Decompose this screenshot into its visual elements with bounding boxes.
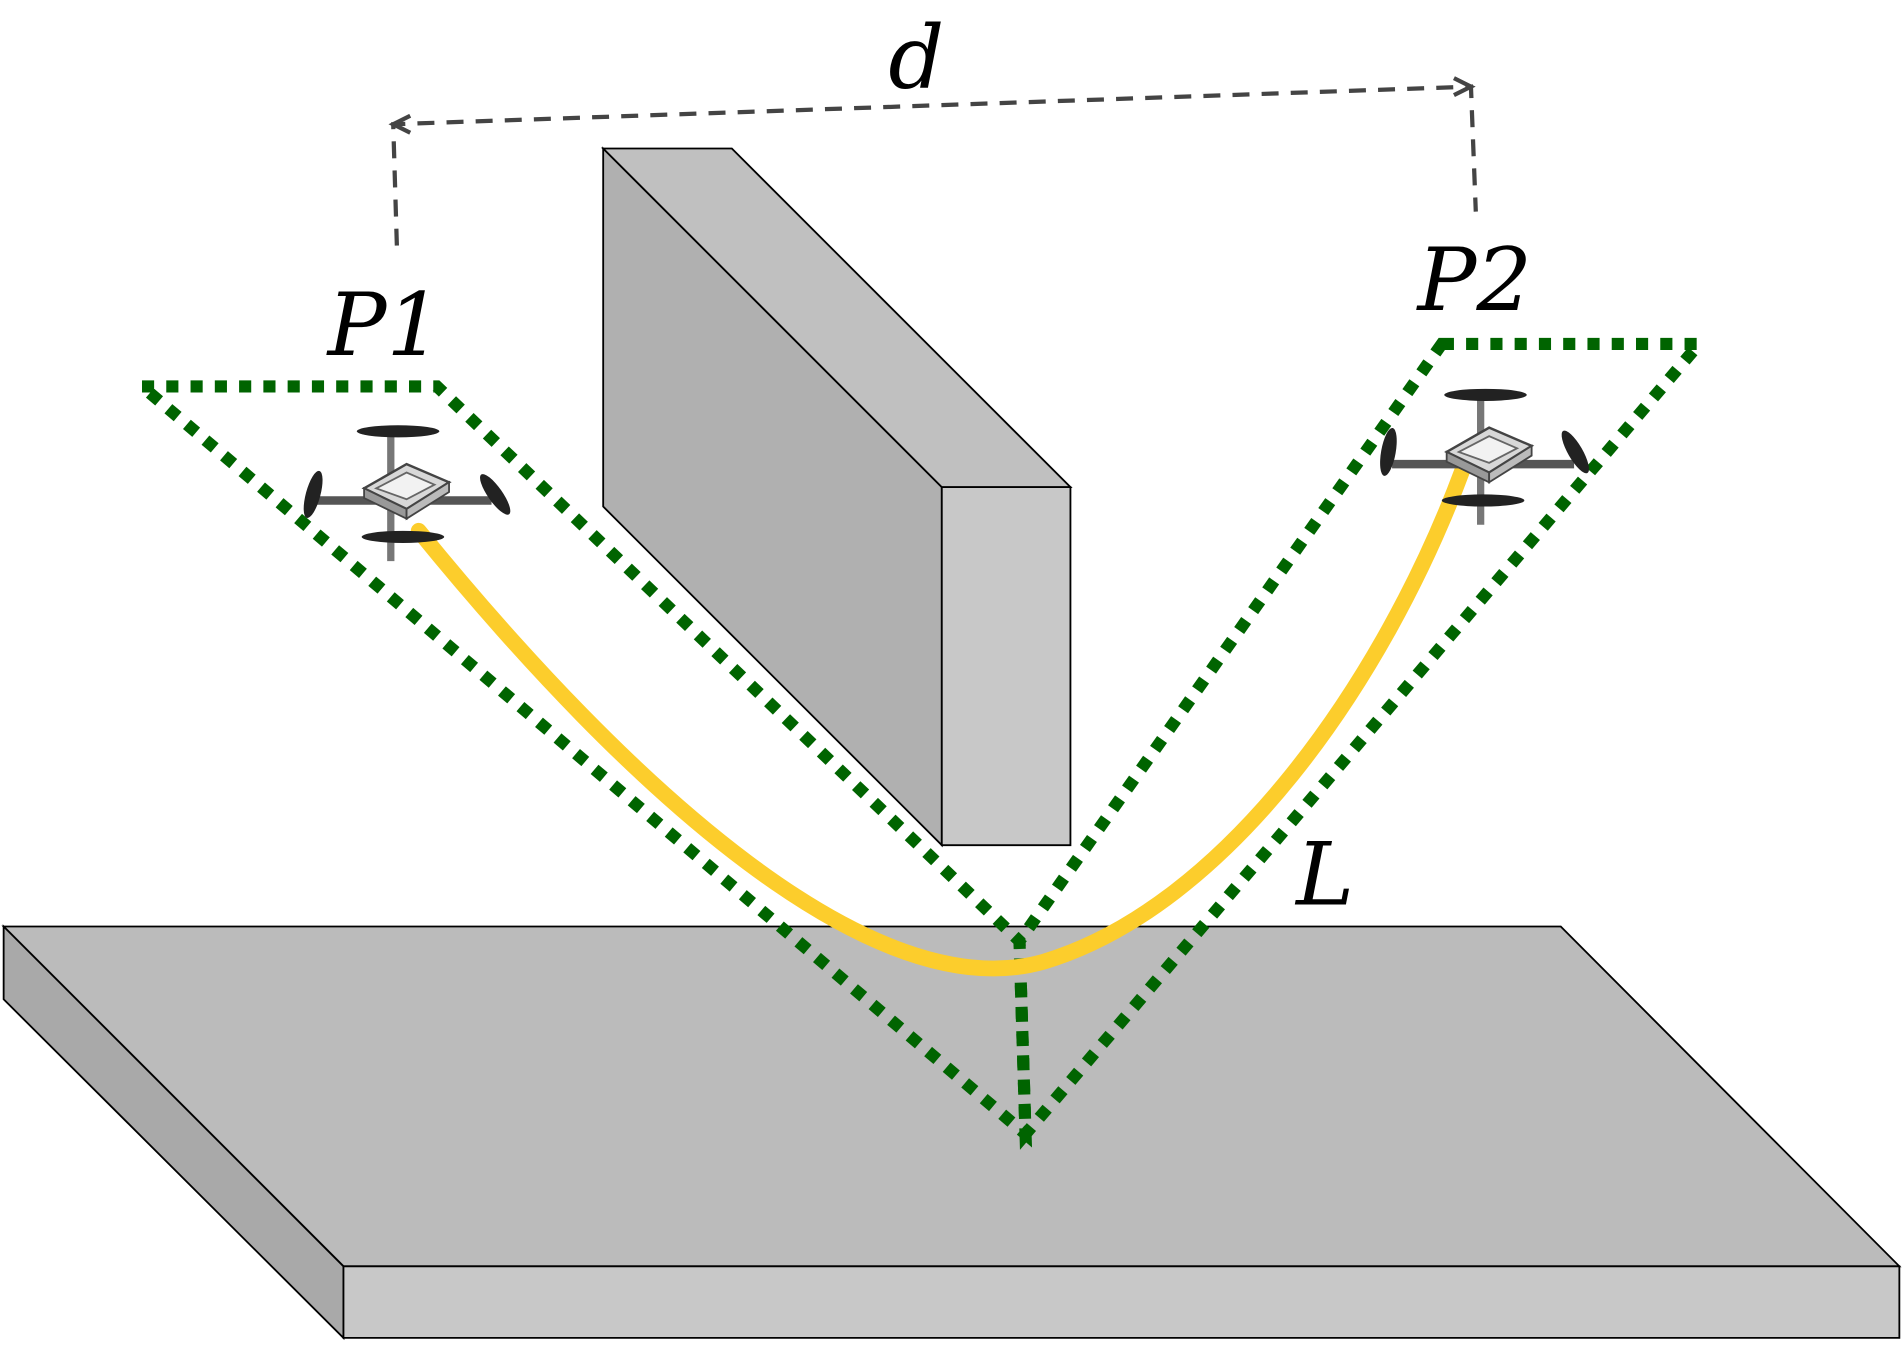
- arrowhead-right-icon: [1453, 76, 1476, 98]
- distance-dimension: [388, 76, 1478, 246]
- floor-front-face: [342, 1265, 1901, 1339]
- distance-label: d: [888, 7, 944, 109]
- robot-label-p2: P2: [1416, 229, 1532, 331]
- floor-slab: [1, 924, 1902, 1341]
- robot-label-p1: P1: [326, 274, 442, 376]
- distance-dimension-line: [391, 84, 1478, 246]
- wall-side-face: [940, 486, 1072, 847]
- quadrotor-drone-icon: [303, 425, 511, 562]
- arrowhead-left-icon: [388, 113, 412, 135]
- cable-length-label: L: [1294, 824, 1354, 926]
- wall-obstacle: [600, 146, 1073, 848]
- reachable-region-p2: [1013, 337, 1713, 1150]
- cable: [410, 462, 1471, 977]
- quadrotor-drone-icon: [1380, 388, 1589, 525]
